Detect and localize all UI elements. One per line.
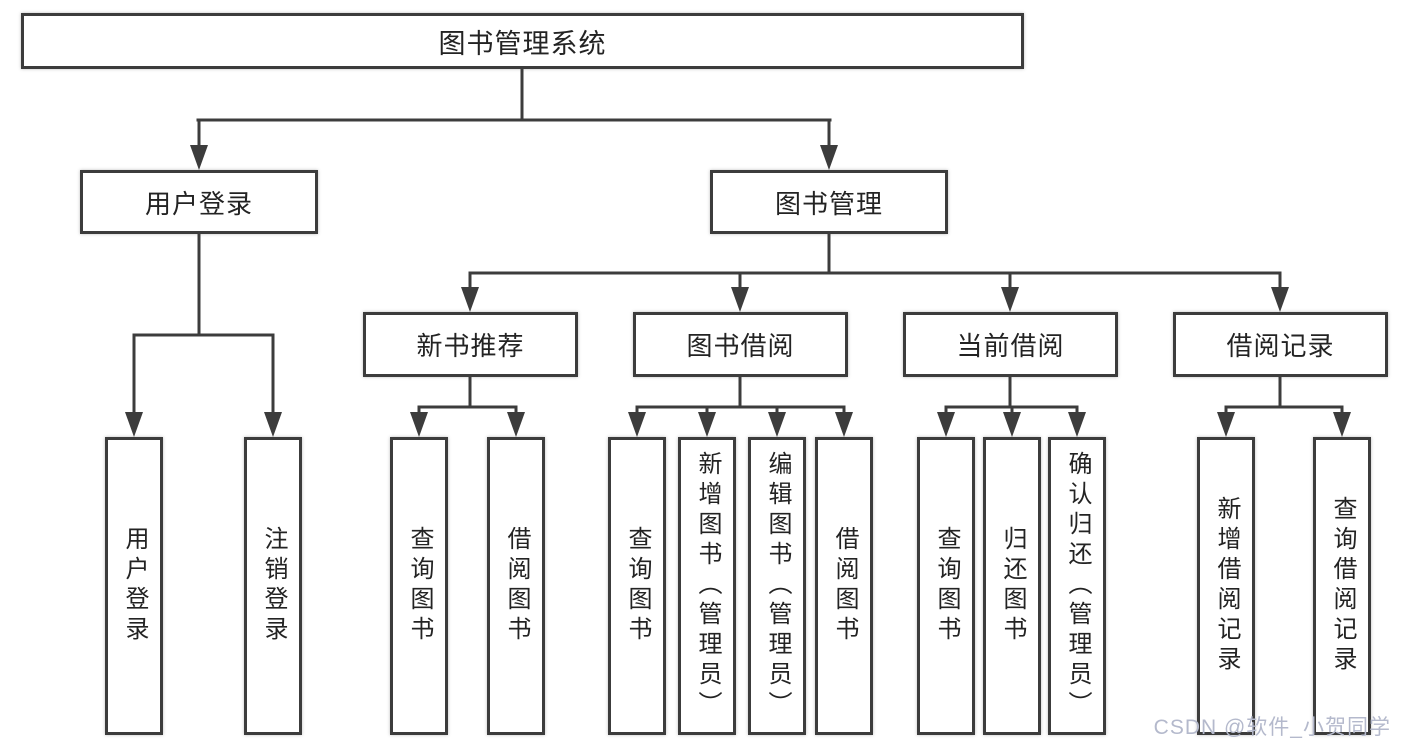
node-label: 用户登录 [121,526,148,646]
leaf-query-book-recommend: 查询图书 [390,437,448,735]
leaf-borrow-book: 借阅图书 [815,437,873,735]
arrowhead [410,412,428,437]
arrowhead [1217,412,1235,437]
node-label: 图书借阅 [686,331,795,361]
connector-book-management [468,232,1282,291]
node-label: 查询图书 [624,526,651,646]
arrowhead [835,412,853,437]
node-label: 新增借阅记录 [1213,496,1240,676]
node-current-borrow: 当前借阅 [903,312,1118,377]
node-label: 查询借阅记录 [1329,496,1356,676]
node-label: 借阅图书 [503,526,530,646]
leaf-edit-book-admin: 编辑图书（管理员） [748,437,806,735]
node-label: 图书管理系统 [438,28,607,59]
node-label: 借阅图书 [831,526,858,646]
leaf-add-book-admin: 新增图书（管理员） [678,437,736,735]
arrowhead [1001,287,1019,312]
connector-book-borrow [635,375,846,416]
arrowhead [768,412,786,437]
node-label: 图书管理 [774,188,883,219]
arrowhead [1003,412,1021,437]
leaf-confirm-return-admin: 确认归还（管理员） [1048,437,1106,735]
node-new-book-recommend: 新书推荐 [363,312,578,377]
node-label: 查询图书 [933,526,960,646]
connector-current-borrow [944,375,1079,416]
arrowhead [1068,412,1086,437]
leaf-return-book: 归还图书 [983,437,1041,735]
arrowhead [628,412,646,437]
leaf-borrow-book-recommend: 借阅图书 [487,437,545,735]
node-label: 查询图书 [406,526,433,646]
connector-new-book-recommend [417,375,518,416]
node-user-login: 用户登录 [80,170,318,234]
node-label: 编辑图书（管理员） [764,451,791,721]
leaf-query-borrow-record: 查询借阅记录 [1313,437,1371,735]
leaf-query-book-borrow: 查询图书 [608,437,666,735]
arrowhead [507,412,525,437]
node-root-system: 图书管理系统 [21,13,1024,69]
arrowhead [937,412,955,437]
leaf-user-login: 用户登录 [105,437,163,735]
connector-borrow-records [1224,375,1344,416]
arrowhead [1271,287,1289,312]
node-label: 用户登录 [144,188,253,219]
node-label: 确认归还（管理员） [1064,451,1091,721]
arrowhead [190,145,208,170]
arrowhead [731,287,749,312]
node-label: 新增图书（管理员） [694,451,721,721]
connector-root [196,67,832,148]
node-label: 注销登录 [260,526,287,646]
node-label: 归还图书 [999,526,1026,646]
node-label: 新书推荐 [416,331,525,361]
node-book-management: 图书管理 [710,170,948,234]
node-label: 借阅记录 [1226,331,1335,361]
leaf-add-borrow-record: 新增借阅记录 [1197,437,1255,735]
leaf-logout-login: 注销登录 [244,437,302,735]
node-label: 当前借阅 [956,331,1065,361]
node-book-borrow: 图书借阅 [633,312,848,377]
arrowhead [125,412,143,437]
arrowhead [698,412,716,437]
leaf-query-book-current: 查询图书 [917,437,975,735]
arrowhead [264,412,282,437]
csdn-watermark: CSDN @软件_小贺同学 [1153,716,1391,739]
node-borrow-records: 借阅记录 [1173,312,1388,377]
arrowhead [1333,412,1351,437]
arrowhead [820,145,838,170]
connector-user-login [132,232,275,416]
arrowhead [461,287,479,312]
